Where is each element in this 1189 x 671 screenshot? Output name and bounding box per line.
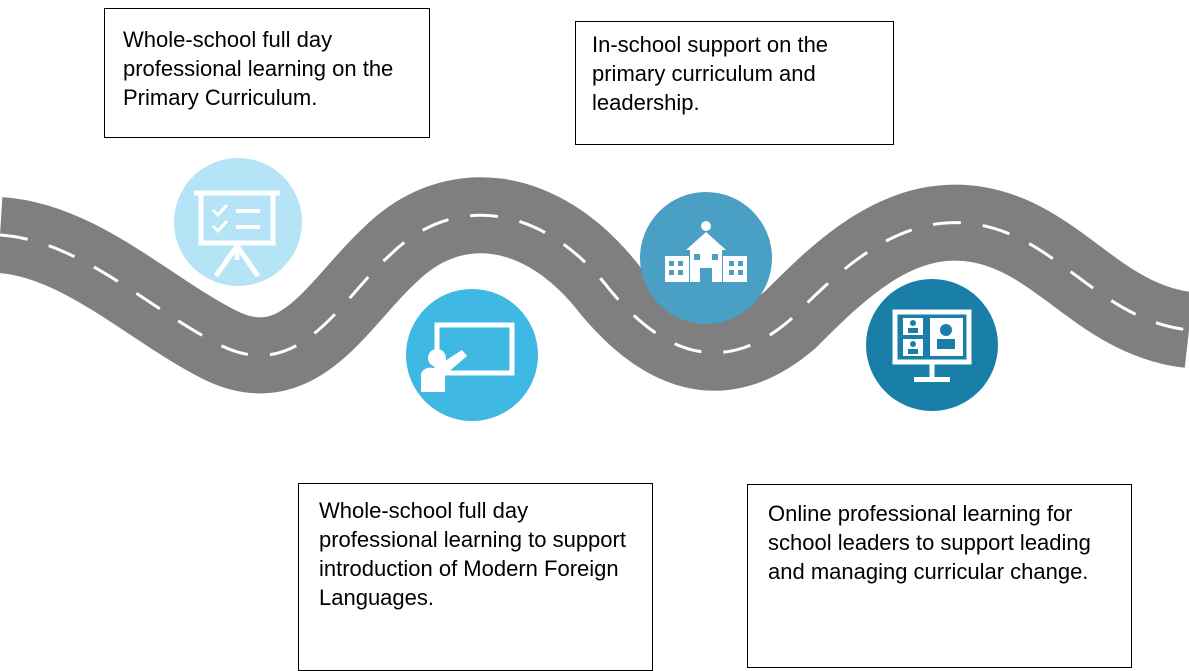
step-4-marker [866,279,998,411]
step-4-description: Online professional learning for school … [747,484,1132,668]
step-2-marker [406,289,538,421]
step-4-text: Online professional learning for school … [768,501,1091,584]
teacher-at-board-icon [421,322,515,392]
video-conference-icon [892,309,972,382]
step-1-description: Whole-school full day professional learn… [104,8,430,138]
step-3-text: In-school support on the primary curricu… [592,32,829,115]
school-building-icon [665,221,747,282]
step-2-description: Whole-school full day professional learn… [298,483,653,671]
step-2-circle [406,289,538,421]
step-1-circle [174,158,302,286]
step-3-marker [640,192,772,324]
step-1-marker [174,158,302,286]
step-3-description: In-school support on the primary curricu… [575,21,894,145]
presentation-board-icon [194,190,280,278]
step-2-text: Whole-school full day professional learn… [319,498,626,610]
step-1-text: Whole-school full day professional learn… [123,27,394,110]
road-center-line [0,213,1189,357]
road [0,177,1189,394]
